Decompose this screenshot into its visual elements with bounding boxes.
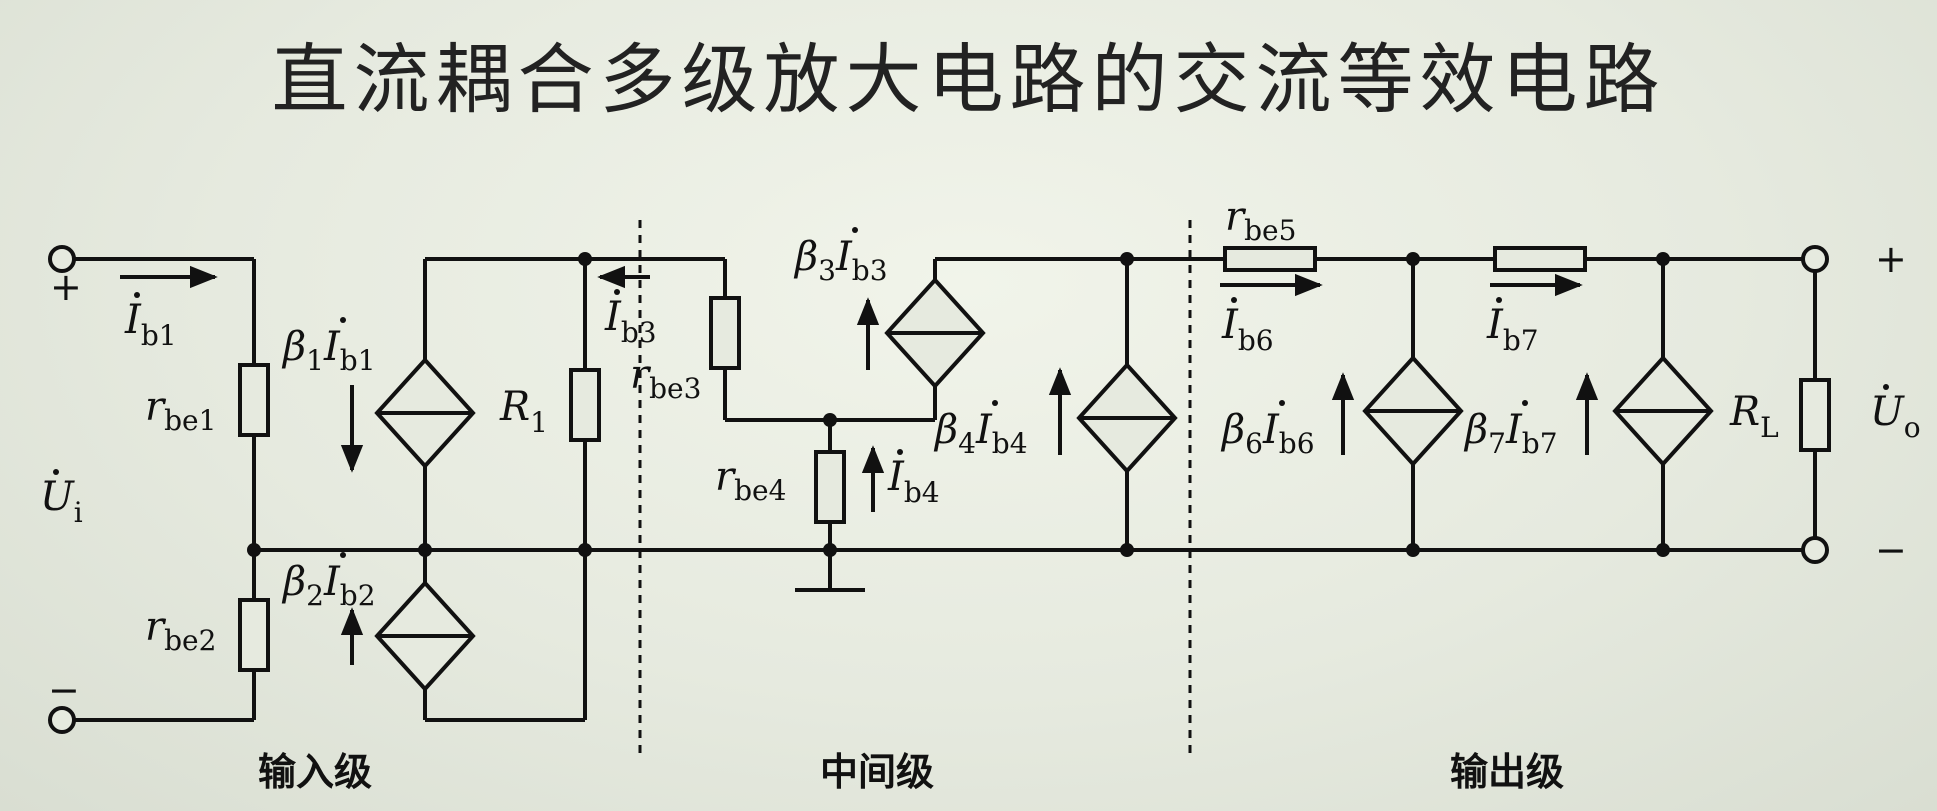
- svg-text:Ib3: Ib3: [604, 294, 657, 349]
- svg-text:β6Ib6: β6Ib6: [1220, 407, 1315, 460]
- resistor-rbe3: [709, 296, 741, 370]
- svg-text:Ib4: Ib4: [887, 454, 940, 509]
- junctions: [247, 252, 1670, 557]
- resistor-rbe5: [1223, 246, 1317, 272]
- svg-text:β7Ib7: β7Ib7: [1463, 407, 1558, 460]
- label-ib7: Ib7: [1486, 297, 1539, 357]
- label-rbe3: rbe3: [630, 352, 701, 405]
- label-r1: R1: [499, 384, 548, 439]
- stage-output-label: 输出级: [1450, 750, 1564, 794]
- svg-text:β1Ib1: β1Ib1: [281, 324, 376, 377]
- label-src4: β4Ib4: [933, 400, 1028, 460]
- label-uo: Uo: [1870, 384, 1921, 444]
- source-beta3: [884, 277, 986, 389]
- label-src1: β1Ib1: [281, 317, 376, 377]
- label-ib1: Ib1: [124, 292, 177, 352]
- svg-text:rbe5: rbe5: [1225, 194, 1296, 247]
- label-rl: RL: [1729, 389, 1779, 444]
- label-ib3: Ib3: [604, 289, 657, 349]
- label-src3: β3Ib3: [793, 227, 888, 287]
- current-arrows: [120, 265, 1599, 665]
- terminals: [48, 245, 1829, 734]
- svg-text:Uo: Uo: [1870, 389, 1921, 444]
- source-beta4: [1076, 362, 1178, 474]
- svg-text:rbe2: rbe2: [145, 604, 216, 657]
- svg-text:rbe1: rbe1: [145, 384, 216, 437]
- resistor-rbe1: [238, 363, 270, 437]
- svg-text:Ui: Ui: [40, 474, 83, 529]
- resistors: [238, 246, 1831, 672]
- label-src6: β6Ib6: [1220, 400, 1315, 460]
- input-terminal-minus: [48, 706, 76, 734]
- label-rbe4: rbe4: [715, 454, 786, 507]
- label-rbe5: rbe5: [1225, 194, 1296, 247]
- label-ui: Ui: [40, 469, 83, 529]
- input-terminal-plus: [48, 245, 76, 273]
- svg-text:RL: RL: [1729, 389, 1779, 444]
- page-title: 直流耦合多级放大电路的交流等效电路: [271, 35, 1666, 124]
- label-src2: β2Ib2: [281, 552, 376, 612]
- source-beta2: [374, 580, 476, 692]
- resistor-rbe7: [1493, 246, 1587, 272]
- label-src7: β7Ib7: [1463, 400, 1558, 460]
- stage-middle-label: 中间级: [820, 750, 934, 794]
- resistor-rbe4: [814, 450, 846, 524]
- resistor-rbe2: [238, 598, 270, 672]
- resistor-rl: [1799, 378, 1831, 452]
- svg-text:β3Ib3: β3Ib3: [793, 234, 888, 287]
- label-ib6: Ib6: [1221, 297, 1274, 357]
- label-rbe1: rbe1: [145, 384, 216, 437]
- svg-text:Ib1: Ib1: [124, 297, 177, 352]
- input-minus-sign: −: [48, 668, 80, 712]
- svg-text:β4Ib4: β4Ib4: [933, 407, 1028, 460]
- svg-text:rbe4: rbe4: [715, 454, 786, 507]
- label-ib4: Ib4: [887, 449, 940, 509]
- source-beta1: [374, 357, 476, 469]
- resistor-r1: [569, 368, 601, 442]
- output-terminal-minus: [1801, 536, 1829, 564]
- output-plus-sign: +: [1875, 237, 1907, 281]
- svg-text:Ib6: Ib6: [1221, 302, 1274, 357]
- output-minus-sign: −: [1875, 528, 1907, 572]
- svg-text:Ib7: Ib7: [1486, 302, 1539, 357]
- input-plus-sign: +: [50, 265, 82, 309]
- svg-text:β2Ib2: β2Ib2: [281, 559, 376, 612]
- source-beta6: [1362, 355, 1464, 467]
- output-terminal-plus: [1801, 245, 1829, 273]
- stage-input-label: 输入级: [258, 750, 372, 794]
- source-beta7: [1612, 355, 1714, 467]
- dependent-sources: [374, 277, 1714, 692]
- svg-text:rbe3: rbe3: [630, 352, 701, 405]
- label-rbe2: rbe2: [145, 604, 216, 657]
- svg-text:R1: R1: [499, 384, 548, 439]
